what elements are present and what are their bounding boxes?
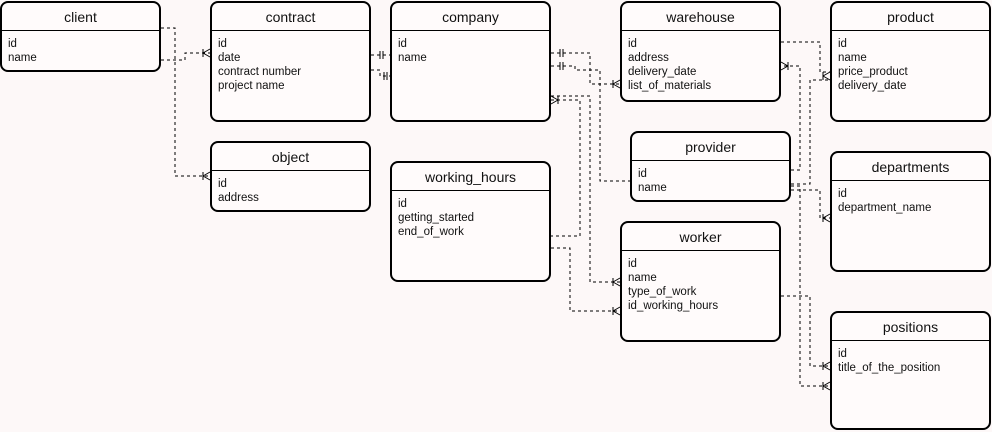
field-list: id department_name: [832, 181, 989, 215]
entity-product[interactable]: product id name price_product delivery_d…: [830, 1, 991, 122]
crow-many-marker: [550, 95, 559, 105]
field: id: [628, 38, 637, 50]
field-list: id getting_started end_of_work: [392, 191, 549, 239]
crow-many-marker: [202, 171, 211, 181]
crow-many-marker: [822, 361, 831, 371]
entity-title: provider: [632, 133, 789, 161]
field-list: id address delivery_date list_of_materia…: [622, 31, 779, 93]
field: price_product: [838, 66, 908, 78]
crow-many-marker: [822, 381, 831, 391]
field: id: [838, 38, 847, 50]
field-list: id name: [392, 31, 549, 65]
field: name: [8, 52, 37, 64]
entity-title: client: [2, 3, 159, 31]
field: title_of_the_position: [838, 362, 941, 374]
entity-title: company: [392, 3, 549, 31]
entity-working-hours[interactable]: working_hours id getting_started end_of_…: [390, 161, 551, 282]
field-list: id date contract number project name: [212, 31, 369, 93]
rel-provider-warehouse: [781, 65, 801, 171]
entity-provider[interactable]: provider id name: [630, 131, 791, 202]
entity-title: departments: [832, 153, 989, 181]
entity-positions[interactable]: positions id title_of_the_position: [830, 311, 991, 430]
entity-contract[interactable]: contract id date contract number project…: [210, 1, 371, 122]
field: project name: [218, 80, 285, 92]
field: getting_started: [398, 212, 475, 224]
field: name: [398, 52, 427, 64]
one-marker: [379, 51, 384, 59]
entity-warehouse[interactable]: warehouse id address delivery_date list_…: [620, 1, 781, 102]
field: department_name: [838, 202, 932, 214]
field: name: [638, 182, 667, 194]
rel-company-worker: [551, 95, 620, 283]
field: id: [628, 258, 637, 270]
one-marker: [559, 62, 564, 70]
rel-provider-departments: [791, 189, 830, 219]
rel-company-warehouse: [551, 52, 620, 85]
field: type_of_work: [628, 286, 697, 298]
field-list: id name: [632, 161, 789, 195]
field: id: [398, 38, 407, 50]
field: end_of_work: [398, 226, 464, 238]
crow-many-marker: [822, 213, 831, 223]
entity-title: working_hours: [392, 163, 549, 191]
field: id: [398, 198, 407, 210]
field: id: [838, 188, 847, 200]
crow-many-marker: [612, 79, 621, 89]
rel-contract-company-b: [371, 69, 390, 77]
entity-title: contract: [212, 3, 369, 31]
field: list_of_materials: [628, 80, 712, 92]
crow-many-marker: [822, 71, 831, 81]
rel-worker-positions: [781, 295, 830, 367]
rel-client-object: [161, 27, 210, 177]
crow-many-marker: [202, 48, 211, 58]
field: delivery_date: [628, 66, 697, 78]
field: id_working_hours: [628, 300, 719, 312]
field: id: [218, 178, 227, 190]
entity-client[interactable]: client id name: [0, 1, 161, 72]
entity-object[interactable]: object id address: [210, 141, 371, 212]
entity-title: worker: [622, 223, 779, 251]
one-marker: [559, 49, 564, 57]
field: id: [638, 168, 647, 180]
field: contract number: [218, 66, 302, 78]
field-list: id address: [212, 171, 369, 205]
rel-provider-positions: [791, 185, 830, 387]
entity-worker[interactable]: worker id name type_of_work id_working_h…: [620, 221, 781, 342]
rel-working-hours-worker: [551, 247, 620, 312]
field: date: [218, 52, 241, 64]
field-list: id name type_of_work id_working_hours: [622, 251, 779, 313]
one-marker: [383, 72, 388, 80]
field-list: id title_of_the_position: [832, 341, 989, 375]
field: address: [218, 192, 259, 204]
entity-title: product: [832, 3, 989, 31]
crow-many-marker: [612, 306, 621, 316]
entity-departments[interactable]: departments id department_name: [830, 151, 991, 272]
crow-many-marker: [612, 277, 621, 287]
field-list: id name price_product delivery_date: [832, 31, 989, 93]
entity-title: object: [212, 143, 369, 171]
rel-company-provider: [551, 65, 630, 182]
field: id: [838, 348, 847, 360]
field: id: [218, 38, 227, 50]
rel-warehouse-product: [781, 41, 830, 73]
field: name: [838, 52, 867, 64]
entity-company[interactable]: company id name: [390, 1, 551, 122]
crow-many-marker: [780, 61, 789, 71]
field: id: [8, 38, 17, 50]
rel-company-working-hours: [551, 99, 581, 237]
entity-title: positions: [832, 313, 989, 341]
rel-provider-product: [791, 79, 830, 185]
field: delivery_date: [838, 80, 907, 92]
field: address: [628, 52, 669, 64]
field-list: id name: [2, 31, 159, 65]
field: name: [628, 272, 657, 284]
entity-title: warehouse: [622, 3, 779, 31]
rel-client-contract: [161, 52, 210, 61]
